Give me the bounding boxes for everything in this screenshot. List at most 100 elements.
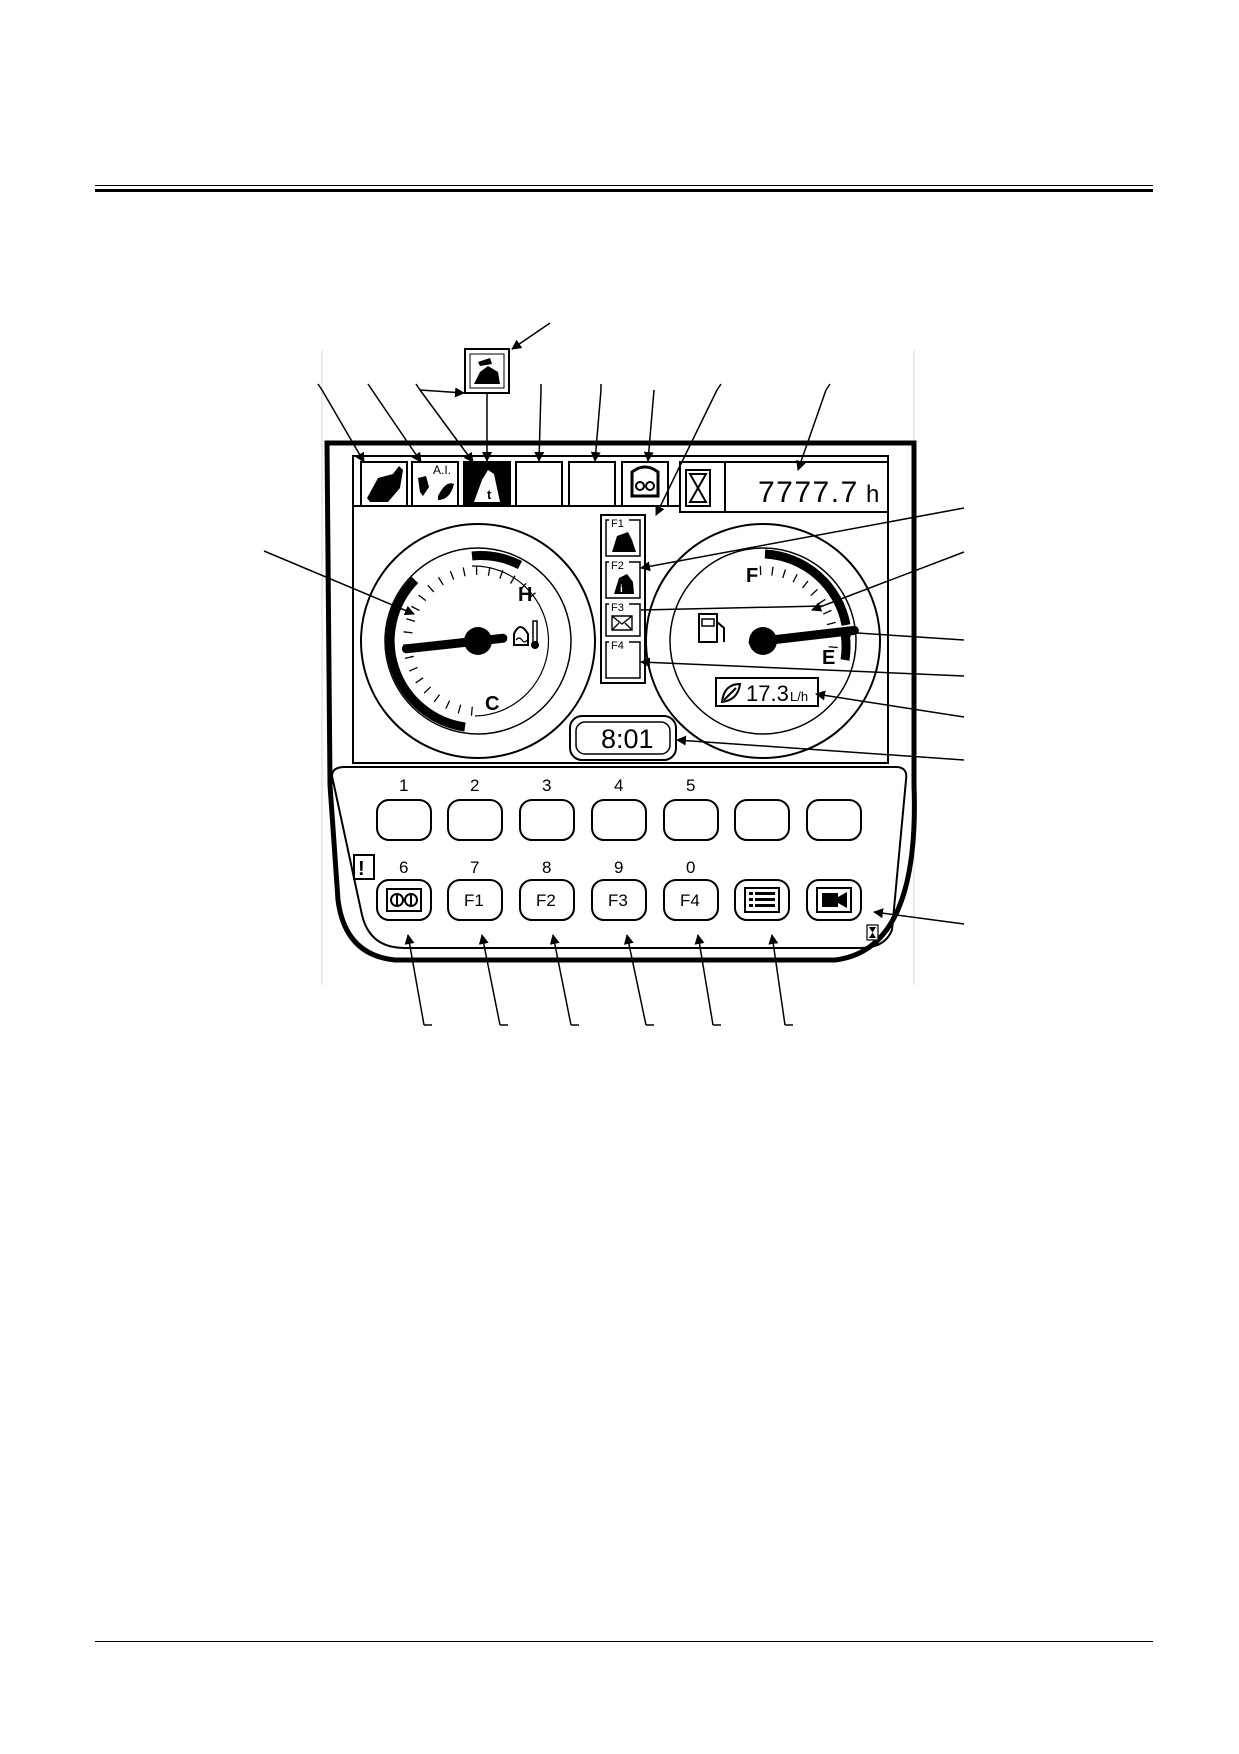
coolant-scale-tick <box>449 571 455 580</box>
coolant-scale-tick <box>423 686 432 694</box>
key-number: 7 <box>470 858 479 877</box>
coolant-scale-tick <box>445 700 451 709</box>
monitor-housing <box>324 440 917 963</box>
coolant-scale-tick <box>487 566 491 576</box>
keypad-panel <box>330 766 908 949</box>
key-number: 0 <box>686 858 695 877</box>
svg-text:i: i <box>620 584 623 595</box>
fuel-empty-label: E <box>822 647 835 669</box>
auto-idle-text: A.I. <box>433 463 451 477</box>
hourglass-icon <box>688 473 708 503</box>
svg-text:F2: F2 <box>611 560 624 572</box>
camera-hourglass-icon <box>869 927 876 938</box>
fuel-scale-tick <box>828 646 838 649</box>
warning-mark: ! <box>358 858 365 880</box>
key-label: F1 <box>464 891 484 910</box>
monitor-switch-icon <box>386 888 422 912</box>
warning-indicator <box>353 854 375 880</box>
fuel-scale-tick <box>826 621 836 626</box>
eco-leaf-icon <box>720 682 742 704</box>
hour-meter-box <box>679 461 889 513</box>
key-bottom-4[interactable]: 9F3 <box>591 858 647 921</box>
svg-text:F4: F4 <box>611 640 624 652</box>
svg-text:F1: F1 <box>611 518 624 530</box>
key-top-4[interactable]: 4 <box>591 776 647 841</box>
top-indicator-bar: A.I. t 7777.7 h <box>353 461 889 513</box>
indicator-preheat <box>621 461 669 507</box>
key-bottom-1[interactable]: 6 <box>376 858 432 921</box>
coolant-scale-tick <box>462 567 466 577</box>
coolant-scale-tick <box>433 694 441 703</box>
coolant-scale-tick <box>437 576 444 586</box>
key-top-6[interactable] <box>734 799 790 841</box>
menu-icon <box>744 887 780 913</box>
function-slot-f2: F2 i <box>605 559 641 599</box>
fuel-scale-tick <box>802 580 809 589</box>
key-top-3[interactable]: 3 <box>519 776 575 841</box>
hour-meter-value: 7777.7 <box>758 476 859 509</box>
work-mode-icon <box>612 532 636 552</box>
coolant-scale-band <box>385 576 466 732</box>
key-number: 3 <box>542 776 551 795</box>
indicator-blank-2 <box>568 461 616 507</box>
callout-leaders <box>263 322 965 1026</box>
clock-display: 8:01 <box>569 715 677 761</box>
key-label: F3 <box>608 891 628 910</box>
coolant-scale-tick <box>427 584 435 593</box>
keypad-bottom-row: 6 7F1 8F2 9F3 0F4 <box>376 858 862 921</box>
coolant-cold-label: C <box>485 693 499 715</box>
key-bottom-3[interactable]: 8F2 <box>519 858 575 921</box>
hour-meter-unit: h <box>866 481 879 508</box>
key-bottom-7[interactable] <box>806 879 862 921</box>
travel-mode-icon <box>474 470 500 502</box>
fuel-scale-tick <box>822 609 832 615</box>
work-mode-select-icon <box>474 358 500 384</box>
coolant-scale-tick <box>406 618 416 623</box>
clock-value: 8:01 <box>601 724 654 754</box>
fuel-needle-hub <box>749 627 777 655</box>
fuel-gauge: F E 17.3 L/h <box>645 523 881 759</box>
fuel-consumption-unit: L/h <box>790 689 808 704</box>
coolant-scale-tick <box>409 666 418 672</box>
coolant-scale-tick <box>415 677 424 684</box>
auto-idle-eco-icon <box>418 476 454 500</box>
coolant-scale-tick <box>509 575 516 584</box>
key-number: 5 <box>686 776 695 795</box>
mail-icon <box>611 615 633 631</box>
fuel-consumption-box <box>715 677 819 707</box>
key-top-1[interactable]: 1 <box>376 776 432 841</box>
function-slot-column: F1 F2 i F3 F4 <box>600 514 646 684</box>
key-bottom-6[interactable] <box>734 879 790 921</box>
key-label: F4 <box>680 891 700 910</box>
key-number: 8 <box>542 858 551 877</box>
coolant-scale-tick <box>418 594 427 602</box>
coolant-scale-inner <box>471 565 550 717</box>
fuel-scale-tick <box>810 588 818 597</box>
key-bottom-5[interactable]: 0F4 <box>663 858 719 921</box>
coolant-hot-label: H <box>518 584 532 606</box>
footer-rule <box>95 1641 1153 1642</box>
keypad-top-row: 1 2 3 4 5 <box>376 776 862 841</box>
key-top-5[interactable]: 5 <box>663 776 719 841</box>
key-top-2[interactable]: 2 <box>447 776 503 841</box>
svg-text:F3: F3 <box>611 602 624 614</box>
operator-info-icon <box>614 574 634 594</box>
indicator-blank-1 <box>515 461 563 507</box>
screen-frame <box>352 455 889 764</box>
header-rule-thin <box>95 185 1153 186</box>
coolant-scale-tick <box>499 570 504 579</box>
coolant-temp-icon <box>513 620 539 649</box>
key-top-7[interactable] <box>806 799 862 841</box>
camera-icon <box>816 887 852 913</box>
header-rule-thick <box>95 189 1153 192</box>
key-bottom-2[interactable]: 7F1 <box>447 858 503 921</box>
function-slot-f1: F1 <box>605 517 641 557</box>
fuel-scale-tick <box>771 566 774 576</box>
attachment-icon <box>367 466 403 502</box>
key-number: 6 <box>399 858 408 877</box>
key-number: 1 <box>399 776 408 795</box>
fuel-scale-tick <box>782 569 787 579</box>
coolant-scale-tick <box>470 706 473 716</box>
fuel-pump-icon <box>698 613 725 643</box>
fuel-scale-band <box>764 549 851 626</box>
